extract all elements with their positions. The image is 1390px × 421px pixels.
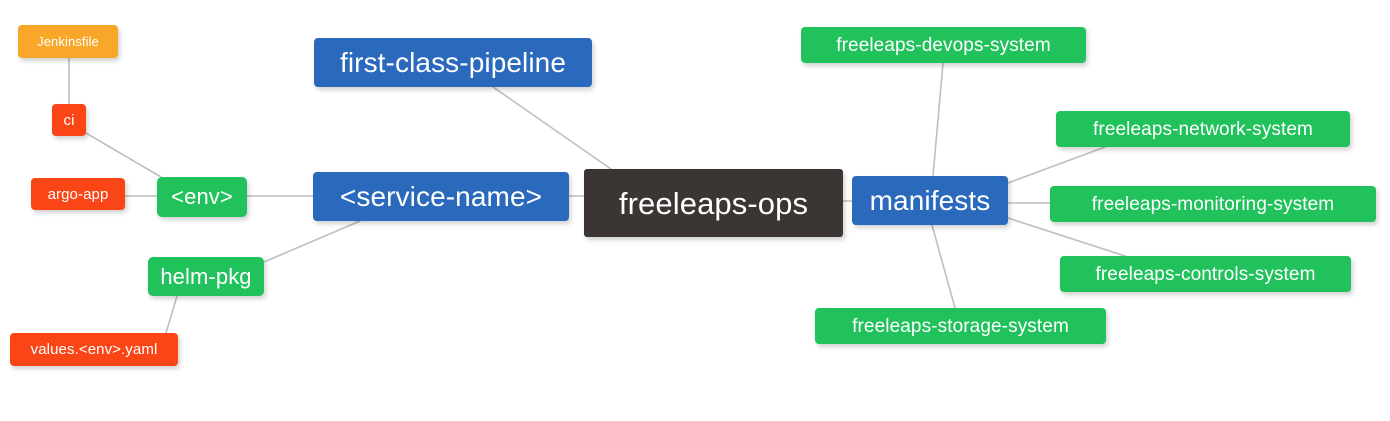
node-label: first-class-pipeline [339, 46, 567, 78]
mindmap-node-values-yaml[interactable]: values.<env>.yaml [10, 333, 178, 366]
node-label: freeleaps-devops-system [836, 34, 1051, 56]
mindmap-node-freeleaps-ops[interactable]: freeleaps-ops [584, 169, 843, 237]
edge-first-class-pipeline-to-freeleaps-ops [492, 86, 612, 170]
node-label: <env> [171, 184, 233, 209]
edge-ci-to-env [85, 132, 162, 178]
node-label: <service-name> [339, 180, 543, 212]
node-label: values.<env>.yaml [30, 341, 158, 358]
edge-values-yaml-to-helm-pkg [165, 295, 178, 334]
mindmap-node-freeleaps-monitoring-system[interactable]: freeleaps-monitoring-system [1050, 186, 1376, 222]
edge-helm-pkg-to-service-name [263, 220, 361, 263]
edge-manifests-to-freeleaps-devops-system [932, 62, 944, 177]
node-label: freeleaps-ops [618, 185, 809, 221]
edge-manifests-to-freeleaps-storage-system [931, 224, 956, 309]
mindmap-node-manifests[interactable]: manifests [852, 176, 1008, 225]
node-label: manifests [869, 184, 991, 216]
node-label: ci [63, 111, 75, 129]
mindmap-node-freeleaps-devops-system[interactable]: freeleaps-devops-system [801, 27, 1086, 63]
mindmap-node-first-class-pipeline[interactable]: first-class-pipeline [314, 38, 592, 87]
edge-manifests-to-freeleaps-network-system [1007, 146, 1106, 184]
node-label: freeleaps-network-system [1093, 118, 1313, 140]
mindmap-node-freeleaps-network-system[interactable]: freeleaps-network-system [1056, 111, 1350, 147]
node-label: Jenkinsfile [37, 34, 99, 49]
mindmap-node-argo-app[interactable]: argo-app [31, 178, 125, 210]
node-label: freeleaps-storage-system [852, 315, 1069, 337]
node-label: freeleaps-controls-system [1095, 263, 1316, 285]
mindmap-node-service-name[interactable]: <service-name> [313, 172, 569, 221]
mindmap-node-ci[interactable]: ci [52, 104, 86, 136]
mindmap-node-helm-pkg[interactable]: helm-pkg [148, 257, 264, 296]
node-label: freeleaps-monitoring-system [1091, 193, 1335, 215]
mindmap-node-freeleaps-storage-system[interactable]: freeleaps-storage-system [815, 308, 1106, 344]
node-label: helm-pkg [160, 263, 252, 289]
mindmap-node-env[interactable]: <env> [157, 177, 247, 217]
mindmap-node-freeleaps-controls-system[interactable]: freeleaps-controls-system [1060, 256, 1351, 292]
mindmap-node-jenkinsfile[interactable]: Jenkinsfile [18, 25, 118, 58]
node-label: argo-app [47, 185, 109, 203]
edge-manifests-to-freeleaps-controls-system [1007, 217, 1126, 257]
